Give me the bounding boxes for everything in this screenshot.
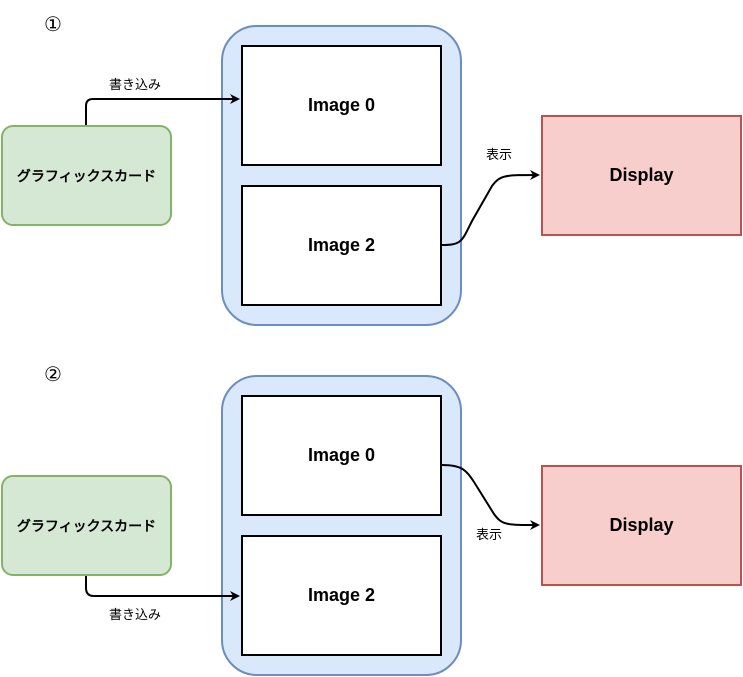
image-0-buffer[interactable]: Image 0: [241, 395, 442, 516]
graphics-card-node[interactable]: グラフィックスカード: [1, 475, 172, 576]
show-arrow-1: [441, 170, 540, 246]
graphics-card-node[interactable]: グラフィックスカード: [1, 125, 172, 226]
write-arrow-1: [85, 94, 240, 125]
step-number-2: ②: [44, 362, 62, 386]
write-label-1: 書き込み: [109, 78, 162, 94]
display-node[interactable]: Display: [541, 115, 742, 236]
show-label-2: 表示: [476, 528, 503, 544]
show-arrow-2: [441, 464, 540, 530]
write-arrow-2: [85, 576, 240, 601]
write-label-2: 書き込み: [109, 608, 162, 624]
display-node[interactable]: Display: [541, 465, 742, 586]
image-2-buffer[interactable]: Image 2: [241, 185, 442, 306]
image-0-buffer[interactable]: Image 0: [241, 45, 442, 166]
step-number-1: ①: [44, 12, 62, 36]
show-label-1: 表示: [486, 148, 513, 164]
image-2-buffer[interactable]: Image 2: [241, 535, 442, 656]
